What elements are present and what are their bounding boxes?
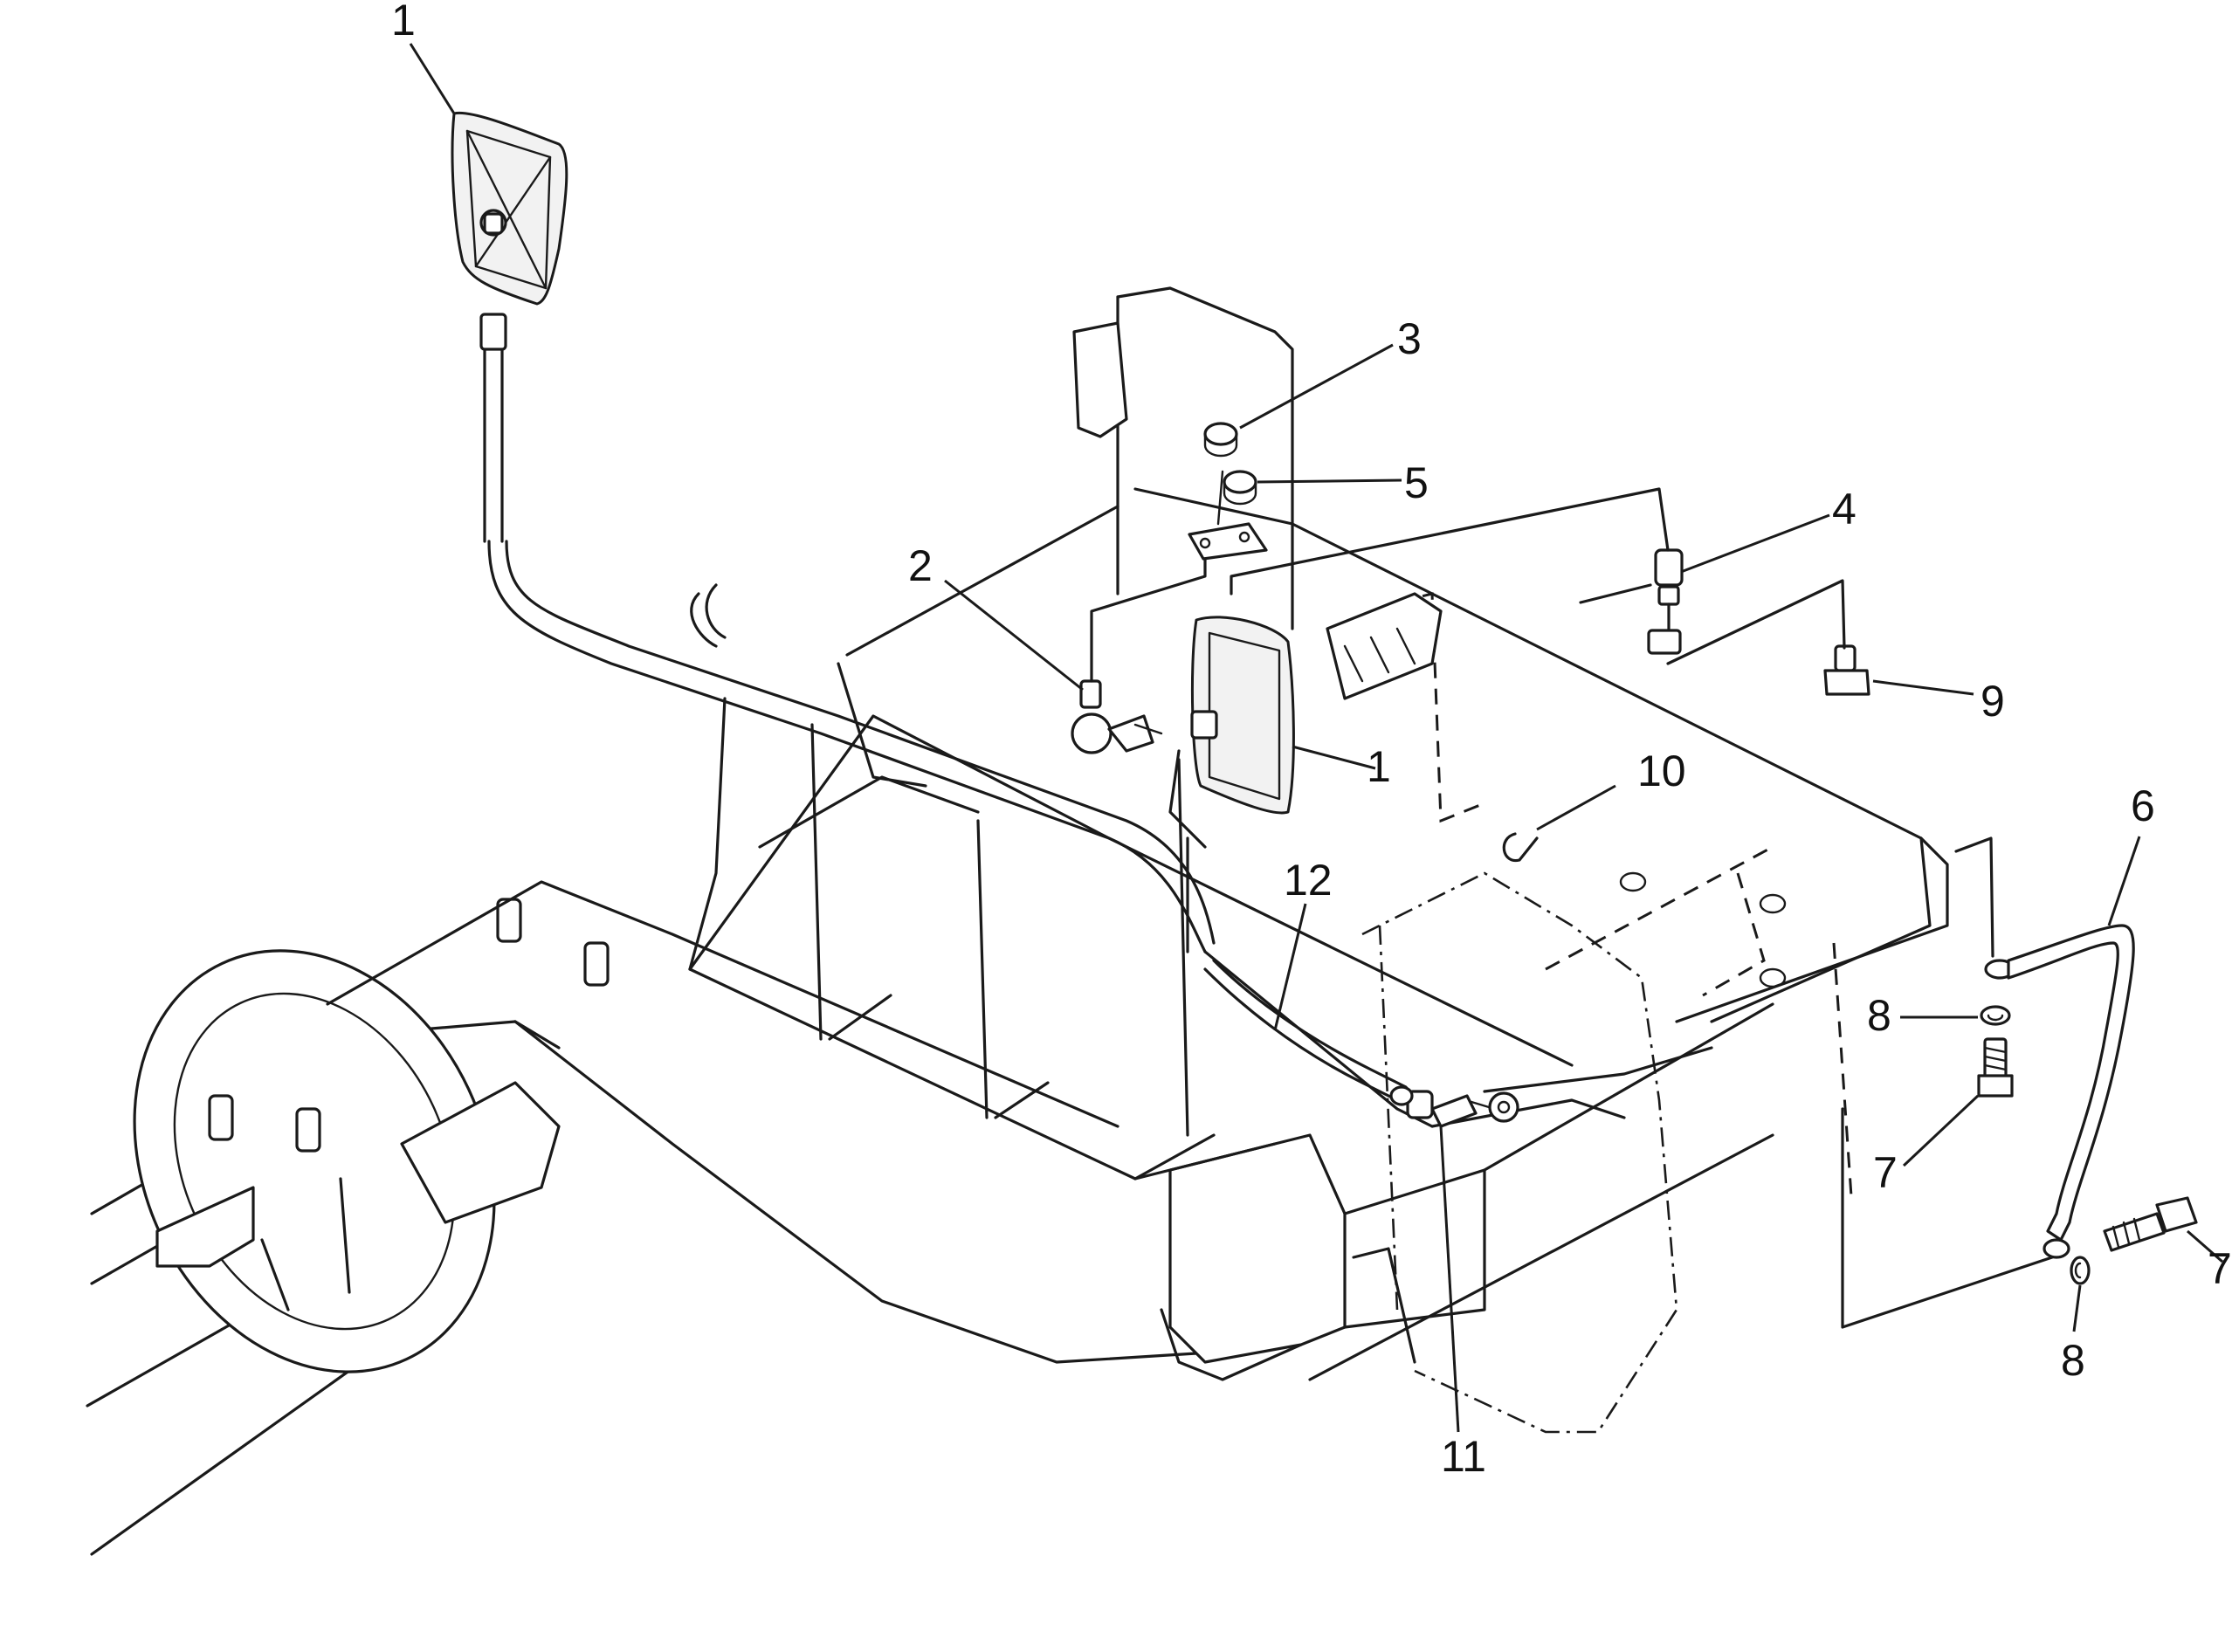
callout-9: 9 <box>1981 677 2005 726</box>
part-9-connector <box>1823 644 1870 696</box>
axle-hub <box>86 898 610 1556</box>
mirror-left <box>451 111 568 306</box>
part-8-washer-upper <box>1980 1005 2011 1026</box>
callout-8-upper: 8 <box>1867 991 1891 1040</box>
callout-6: 6 <box>2131 781 2155 830</box>
part-12-harness <box>1203 959 1414 1106</box>
callout-1-center: 1 <box>1367 742 1391 791</box>
mirror-center <box>1190 616 1295 815</box>
part-11-sensor <box>1406 1090 1519 1128</box>
mirror-mount-plate <box>1188 470 1268 561</box>
callout-11: 11 <box>1441 1432 1486 1481</box>
part-4-switch <box>1647 548 1684 655</box>
part-8-washer-lower <box>2070 1256 2091 1285</box>
callout-2: 2 <box>908 541 933 590</box>
callout-5: 5 <box>1404 458 1429 507</box>
leader-lines <box>409 43 2223 1433</box>
callout-1-top: 1 <box>391 0 416 45</box>
part-2-bracket <box>1071 679 1163 754</box>
part-3-nut <box>1203 422 1238 458</box>
callout-8-lower: 8 <box>2061 1336 2085 1385</box>
counterweight <box>837 286 1949 1434</box>
bracket-lines <box>1090 487 2054 1329</box>
part-10-clip <box>1502 832 1539 863</box>
callout-labels: 1 1 2 3 4 5 6 7 7 8 8 9 10 11 12 <box>391 0 2232 1481</box>
part-7-bolt-upper <box>1977 1037 2014 1098</box>
callout-4: 4 <box>1832 485 1857 533</box>
callout-7-lower: 7 <box>2208 1244 2232 1293</box>
part-6-cable <box>1984 924 2135 1259</box>
callout-3: 3 <box>1397 314 1422 363</box>
frame-body <box>326 880 1774 1381</box>
callout-10: 10 <box>1637 747 1686 795</box>
part-7-bolt-lower <box>2103 1196 2198 1252</box>
callout-12: 12 <box>1284 856 1333 905</box>
part-5-nut <box>1223 470 1257 506</box>
guard-frame <box>479 313 1713 1180</box>
callout-7-upper: 7 <box>1873 1148 1898 1197</box>
